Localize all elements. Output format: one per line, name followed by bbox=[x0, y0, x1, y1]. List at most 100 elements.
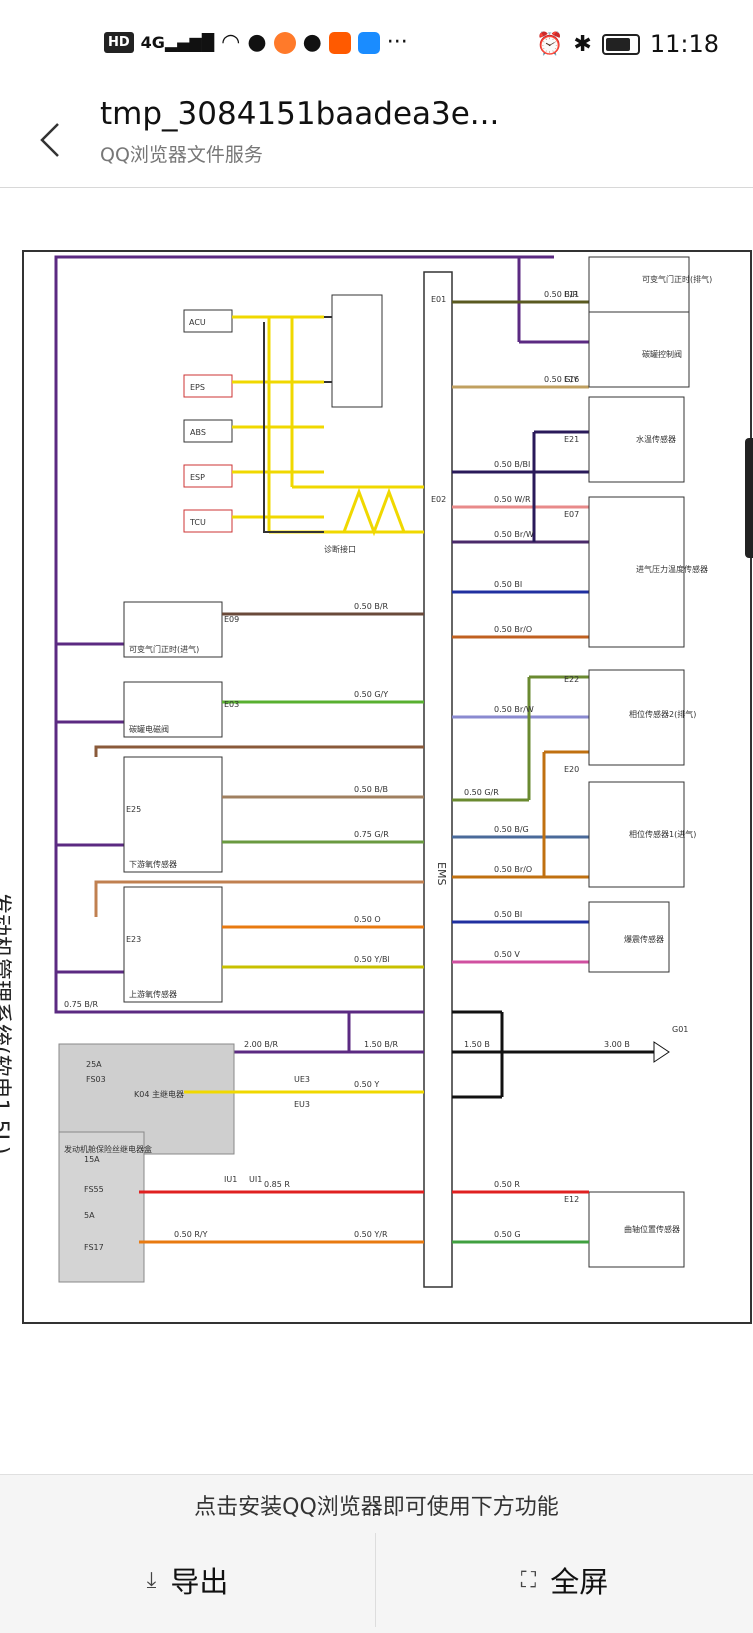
svg-text:0.50 B/R: 0.50 B/R bbox=[544, 290, 579, 299]
bottom-action-bar: 点击安装QQ浏览器即可使用下方功能 ⤓ 导出 ⛶ 全屏 bbox=[0, 1474, 753, 1633]
app-icon bbox=[357, 31, 380, 54]
svg-text:0.75 G/R: 0.75 G/R bbox=[354, 830, 389, 839]
svg-text:E11: E11 bbox=[564, 290, 579, 299]
scroll-handle[interactable] bbox=[745, 438, 753, 558]
signal-4g-icon: 4G▂▄▆█ bbox=[140, 33, 215, 52]
svg-text:0.50 V: 0.50 V bbox=[494, 950, 520, 959]
svg-text:0.50 B/R: 0.50 B/R bbox=[354, 602, 389, 611]
svg-text:ESP: ESP bbox=[190, 473, 205, 482]
svg-text:0.50 G/Y: 0.50 G/Y bbox=[354, 690, 388, 699]
svg-text:0.50 G: 0.50 G bbox=[494, 1230, 521, 1239]
svg-text:1.50 B: 1.50 B bbox=[464, 1040, 490, 1049]
message-icon: ● bbox=[302, 30, 322, 55]
svg-text:进气压力温度传感器: 进气压力温度传感器 bbox=[636, 564, 708, 574]
svg-text:0.75 B/R: 0.75 B/R bbox=[64, 1000, 99, 1009]
can-modules bbox=[183, 294, 383, 533]
svg-text:E22: E22 bbox=[564, 675, 579, 684]
svg-text:UE3: UE3 bbox=[294, 1075, 310, 1084]
export-label: 导出 bbox=[170, 1565, 229, 1599]
svg-text:E07: E07 bbox=[564, 510, 579, 519]
svg-text:G01: G01 bbox=[672, 1025, 688, 1034]
wechat-icon: ● bbox=[247, 30, 267, 55]
svg-text:ABS: ABS bbox=[190, 428, 206, 437]
status-left-icons: HD 4G▂▄▆█ ◠ ● ● ··· bbox=[104, 30, 408, 55]
svg-text:E23: E23 bbox=[126, 935, 141, 944]
svg-text:诊断接口: 诊断接口 bbox=[324, 544, 356, 554]
svg-text:E02: E02 bbox=[431, 495, 446, 504]
svg-text:下游氧传感器: 下游氧传感器 bbox=[129, 859, 177, 869]
svg-text:TCU: TCU bbox=[189, 518, 206, 527]
svg-text:0.50 B/BI: 0.50 B/BI bbox=[494, 460, 530, 469]
svg-text:0.50 BI: 0.50 BI bbox=[494, 580, 522, 589]
svg-text:E25: E25 bbox=[126, 805, 141, 814]
network-type-label: 4G bbox=[140, 33, 165, 52]
svg-text:0.50 Br/O: 0.50 Br/O bbox=[494, 865, 532, 874]
svg-text:E16: E16 bbox=[564, 375, 579, 384]
svg-text:可变气门正时(排气): 可变气门正时(排气) bbox=[642, 274, 712, 284]
svg-text:K04 主继电器: K04 主继电器 bbox=[134, 1089, 184, 1099]
svg-text:爆震传感器: 爆震传感器 bbox=[624, 934, 664, 944]
export-icon: ⤓ bbox=[146, 1567, 157, 1593]
svg-text:0.50 R: 0.50 R bbox=[494, 1180, 520, 1189]
app-icon bbox=[273, 31, 296, 54]
svg-text:0.50 Y: 0.50 Y bbox=[354, 1080, 379, 1089]
right-sensors bbox=[588, 256, 690, 1268]
svg-text:0.50 B/G: 0.50 B/G bbox=[494, 825, 529, 834]
svg-text:2.00 B/R: 2.00 B/R bbox=[244, 1040, 279, 1049]
svg-text:碳罐控制阀: 碳罐控制阀 bbox=[642, 349, 682, 359]
svg-text:E03: E03 bbox=[224, 700, 239, 709]
svg-text:0.50 R/Y: 0.50 R/Y bbox=[174, 1230, 208, 1239]
svg-text:相位传感器2(排气): 相位传感器2(排气) bbox=[629, 709, 696, 719]
export-button[interactable]: ⤓ 导出 bbox=[0, 1533, 376, 1627]
status-bar: HD 4G▂▄▆█ ◠ ● ● ··· ⏰ ✱ 11:18 bbox=[0, 0, 753, 92]
fullscreen-label: 全屏 bbox=[550, 1565, 609, 1599]
svg-text:0.85 R: 0.85 R bbox=[264, 1180, 290, 1189]
back-button[interactable] bbox=[34, 110, 68, 170]
svg-text:25A: 25A bbox=[86, 1060, 102, 1069]
svg-text:0.50 O: 0.50 O bbox=[354, 915, 381, 924]
status-right-icons: ⏰ ✱ 11:18 bbox=[536, 30, 719, 58]
svg-text:相位传感器1(进气): 相位传感器1(进气) bbox=[629, 829, 696, 839]
svg-text:EU3: EU3 bbox=[294, 1100, 310, 1109]
fullscreen-button[interactable]: ⛶ 全屏 bbox=[377, 1533, 752, 1627]
svg-text:E09: E09 bbox=[224, 615, 239, 624]
svg-text:0.50 Br/O: 0.50 Br/O bbox=[494, 625, 532, 634]
svg-text:0.50 G/Y: 0.50 G/Y bbox=[544, 375, 578, 384]
svg-text:ACU: ACU bbox=[189, 318, 206, 327]
diagram-side-title: 发动机管理系统(软电1.5L) bbox=[0, 892, 12, 1155]
module-labels: ACU EPS ABS ESP TCU bbox=[189, 318, 206, 527]
svg-text:IU1: IU1 bbox=[224, 1175, 237, 1184]
wiring-diagram: EMS bbox=[0, 250, 752, 1324]
connector-labels: E01 E02 E03 E07 E09 E11 E12 E16 E20 E21 … bbox=[126, 290, 688, 1204]
taobao-icon bbox=[328, 31, 351, 54]
component-labels: 诊断接口 可变气门正时(排气) 碳罐控制阀 水温传感器 进气压力温度传感器 相位… bbox=[64, 274, 712, 1234]
svg-text:E12: E12 bbox=[564, 1195, 579, 1204]
svg-text:曲轴位置传感器: 曲轴位置传感器 bbox=[624, 1224, 680, 1234]
svg-text:E01: E01 bbox=[431, 295, 446, 304]
svg-text:5A: 5A bbox=[84, 1211, 95, 1220]
svg-text:可变气门正时(进气): 可变气门正时(进气) bbox=[129, 644, 199, 654]
ems-label: EMS bbox=[435, 862, 448, 885]
svg-text:0.50 Br/W: 0.50 Br/W bbox=[494, 530, 534, 539]
svg-text:FS17: FS17 bbox=[84, 1243, 104, 1252]
wire-labels: 0.50 B/R 0.50 G/Y 0.50 B/BI 0.50 W/R 0.5… bbox=[64, 290, 630, 1239]
svg-text:EPS: EPS bbox=[190, 383, 205, 392]
svg-text:UI1: UI1 bbox=[249, 1175, 262, 1184]
install-promo-text[interactable]: 点击安装QQ浏览器即可使用下方功能 bbox=[194, 1495, 559, 1520]
svg-text:0.50 G/R: 0.50 G/R bbox=[464, 788, 499, 797]
battery-icon bbox=[601, 33, 640, 55]
file-title: tmp_3084151baadea3e... bbox=[100, 96, 500, 132]
wifi-icon: ◠ bbox=[221, 30, 241, 55]
document-viewer[interactable]: EMS bbox=[0, 188, 753, 1478]
svg-text:0.50 Y/Bl: 0.50 Y/Bl bbox=[354, 955, 390, 964]
svg-text:上游氧传感器: 上游氧传感器 bbox=[129, 989, 177, 999]
svg-text:E21: E21 bbox=[564, 435, 579, 444]
svg-text:0.50 Br/W: 0.50 Br/W bbox=[494, 705, 534, 714]
file-source: QQ浏览器文件服务 bbox=[100, 144, 263, 166]
svg-text:E20: E20 bbox=[564, 765, 579, 774]
svg-text:发动机舱保险丝继电器盒: 发动机舱保险丝继电器盒 bbox=[64, 1144, 152, 1154]
svg-text:0.50 BI: 0.50 BI bbox=[494, 910, 522, 919]
alarm-icon: ⏰ bbox=[535, 31, 564, 57]
wiring-diagram-canvas: EMS bbox=[54, 255, 712, 1288]
top-header: tmp_3084151baadea3e... QQ浏览器文件服务 bbox=[0, 92, 753, 188]
